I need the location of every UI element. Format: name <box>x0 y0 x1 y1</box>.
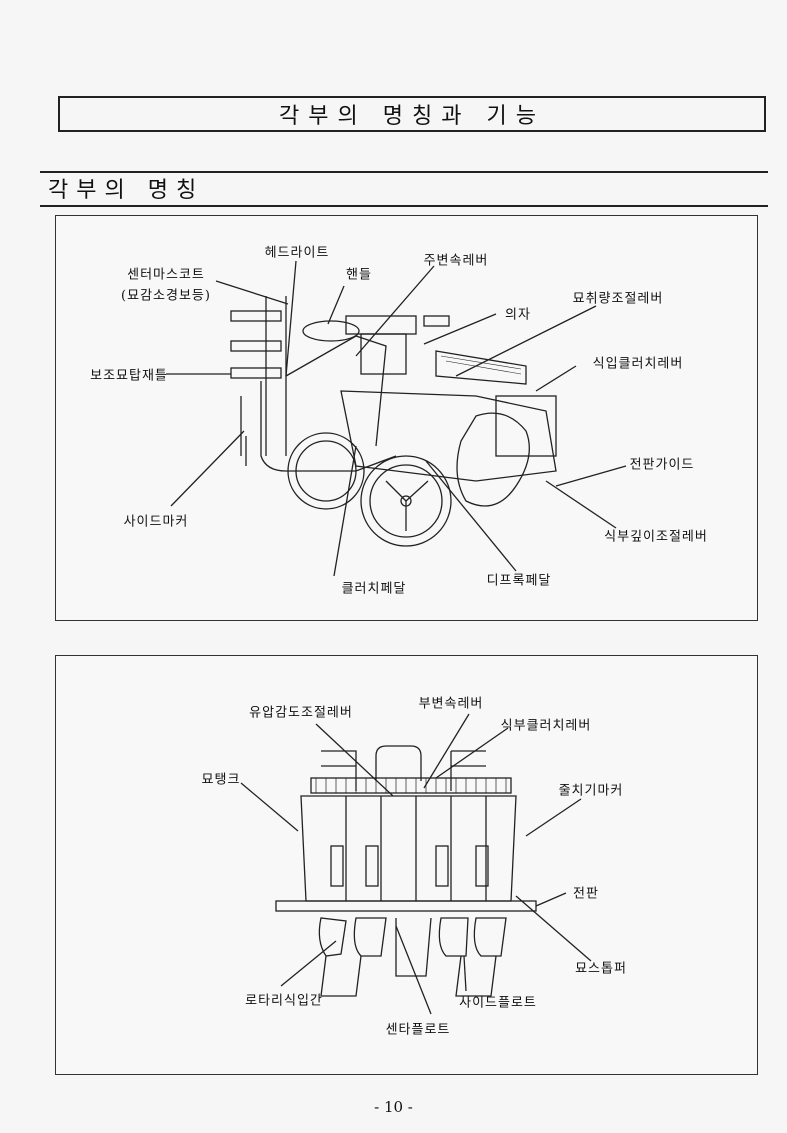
page-title: 각부의 명칭과 기능 <box>279 104 545 129</box>
label-front-guide: 전판가이드 <box>629 457 695 473</box>
label-planting-clutch-lever: 식입클러치레버 <box>592 356 684 372</box>
label-diff-lock-pedal: 디프록페달 <box>486 573 552 589</box>
label-side-marker: 사이드마커 <box>123 514 189 530</box>
section-title: 각부의 명칭 <box>48 178 205 203</box>
label-row-marker: 줄치기마커 <box>558 783 624 799</box>
label-planting-depth-lever: 식부깊이조절레버 <box>604 529 708 545</box>
page-number: - 10 - <box>374 1098 413 1116</box>
label-front-plate: 전판 <box>573 886 599 902</box>
rice-transplanter-rear-illustration <box>240 713 592 1015</box>
label-main-shift-lever: 주변속레버 <box>423 253 489 269</box>
label-center-mascot: 센터마스코트 <box>127 267 205 283</box>
label-aux-seedling-rack: 보조묘탑재틀 <box>90 368 168 384</box>
label-seat: 의자 <box>505 307 531 323</box>
label-seedling-amount-lever: 묘취량조절레버 <box>572 291 664 307</box>
page-title-box: 각부의 명칭과 기능 <box>58 96 766 132</box>
label-side-float: 사이드플로트 <box>459 995 537 1011</box>
label-rotary-planter: 로타리식입간 <box>245 993 323 1009</box>
label-center-mascot-sub: (묘감소경보등) <box>121 288 211 304</box>
label-hydraulic-sensitivity-lever: 유압감도조절레버 <box>249 705 353 721</box>
label-seedling-tank: 묘탱크 <box>201 772 241 788</box>
label-seedling-stopper: 묘스톱퍼 <box>575 961 627 977</box>
label-sub-shift-lever: 부변속레버 <box>418 696 484 712</box>
section-rule-top <box>40 171 768 173</box>
label-handle: 핸들 <box>346 267 372 283</box>
figure-rear-view: 유압감도조절레버 부변속레버 식부클러치레버 묘탱크 줄치기마커 전판 묘스톱퍼… <box>55 655 758 1075</box>
label-clutch-pedal: 클러치페달 <box>341 581 407 597</box>
section-rule-bottom <box>40 205 768 207</box>
rice-transplanter-side-illustration <box>166 260 627 577</box>
figure-side-view: 헤드라이트 센터마스코트 (묘감소경보등) 핸들 주변속레버 묘취량조절레버 의… <box>55 215 758 621</box>
label-planting-clutch-lever: 식부클러치레버 <box>500 718 592 734</box>
label-headlight: 헤드라이트 <box>264 245 330 261</box>
label-center-float: 센타플로트 <box>385 1022 451 1038</box>
